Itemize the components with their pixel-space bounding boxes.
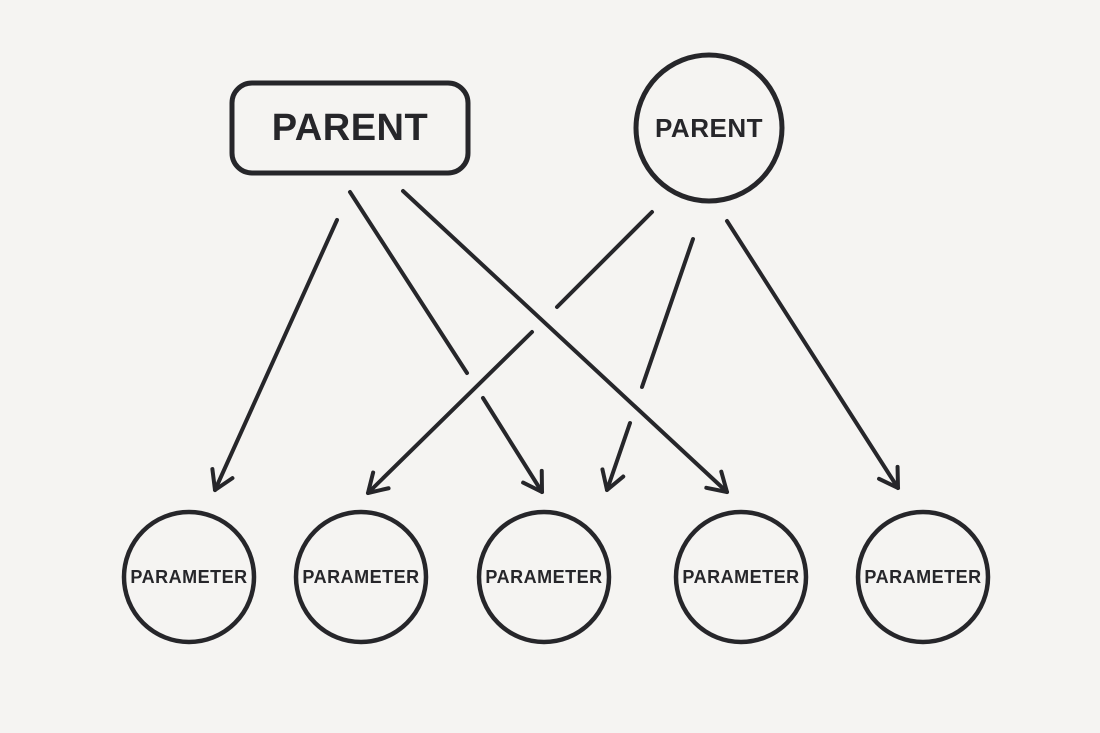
- edge-circle-to-param2-segment: [555, 210, 654, 309]
- parent-box-label: PARENT: [272, 107, 428, 149]
- param-1-shape: [121, 509, 257, 645]
- edge-box-to-param4: [401, 189, 729, 494]
- param-5-label: PARAMETER: [864, 567, 981, 587]
- param-3-node: PARAMETER: [476, 509, 612, 645]
- edge-circle-to-param3-segment: [640, 237, 695, 389]
- param-2-shape: [293, 509, 429, 645]
- param-4-shape: [673, 509, 809, 645]
- param-1-node: PARAMETER: [121, 509, 257, 645]
- edge-circle-to-param5: [725, 219, 900, 490]
- param-4-node: PARAMETER: [673, 509, 809, 645]
- parent-circle-label: PARENT: [655, 113, 763, 143]
- edge-circle-to-param2-segment: [366, 330, 534, 495]
- param-2-node: PARAMETER: [293, 509, 429, 645]
- param-3-label: PARAMETER: [485, 567, 602, 587]
- edge-circle-to-param3: [600, 237, 695, 492]
- parent-circle-node: PARENT: [633, 52, 785, 204]
- parent-circle-shape: [633, 52, 785, 204]
- edge-circle-to-param2: [366, 210, 654, 495]
- edges-layer: [210, 189, 900, 495]
- nodes-layer: PARENT PARENT PARAMETER PARAMETER PARAMETER P…: [121, 52, 991, 645]
- param-5-shape: [855, 509, 991, 645]
- edge-box-to-param3-segment: [348, 190, 469, 375]
- parent-box-shape: [229, 80, 471, 176]
- edge-box-to-param4-segment: [401, 189, 729, 494]
- edge-circle-to-param5-segment: [725, 219, 900, 490]
- param-5-node: PARAMETER: [855, 509, 991, 645]
- param-3-shape: [476, 509, 612, 645]
- edge-box-to-param1-segment: [210, 218, 339, 492]
- edge-box-to-param3: [348, 190, 544, 494]
- edge-box-to-param3-segment: [481, 396, 544, 494]
- edge-circle-to-param3-segment: [600, 421, 632, 492]
- edge-box-to-param1: [210, 218, 339, 492]
- param-4-label: PARAMETER: [682, 567, 799, 587]
- param-2-label: PARAMETER: [302, 567, 419, 587]
- parent-box-node: PARENT: [229, 80, 471, 176]
- param-1-label: PARAMETER: [130, 567, 247, 587]
